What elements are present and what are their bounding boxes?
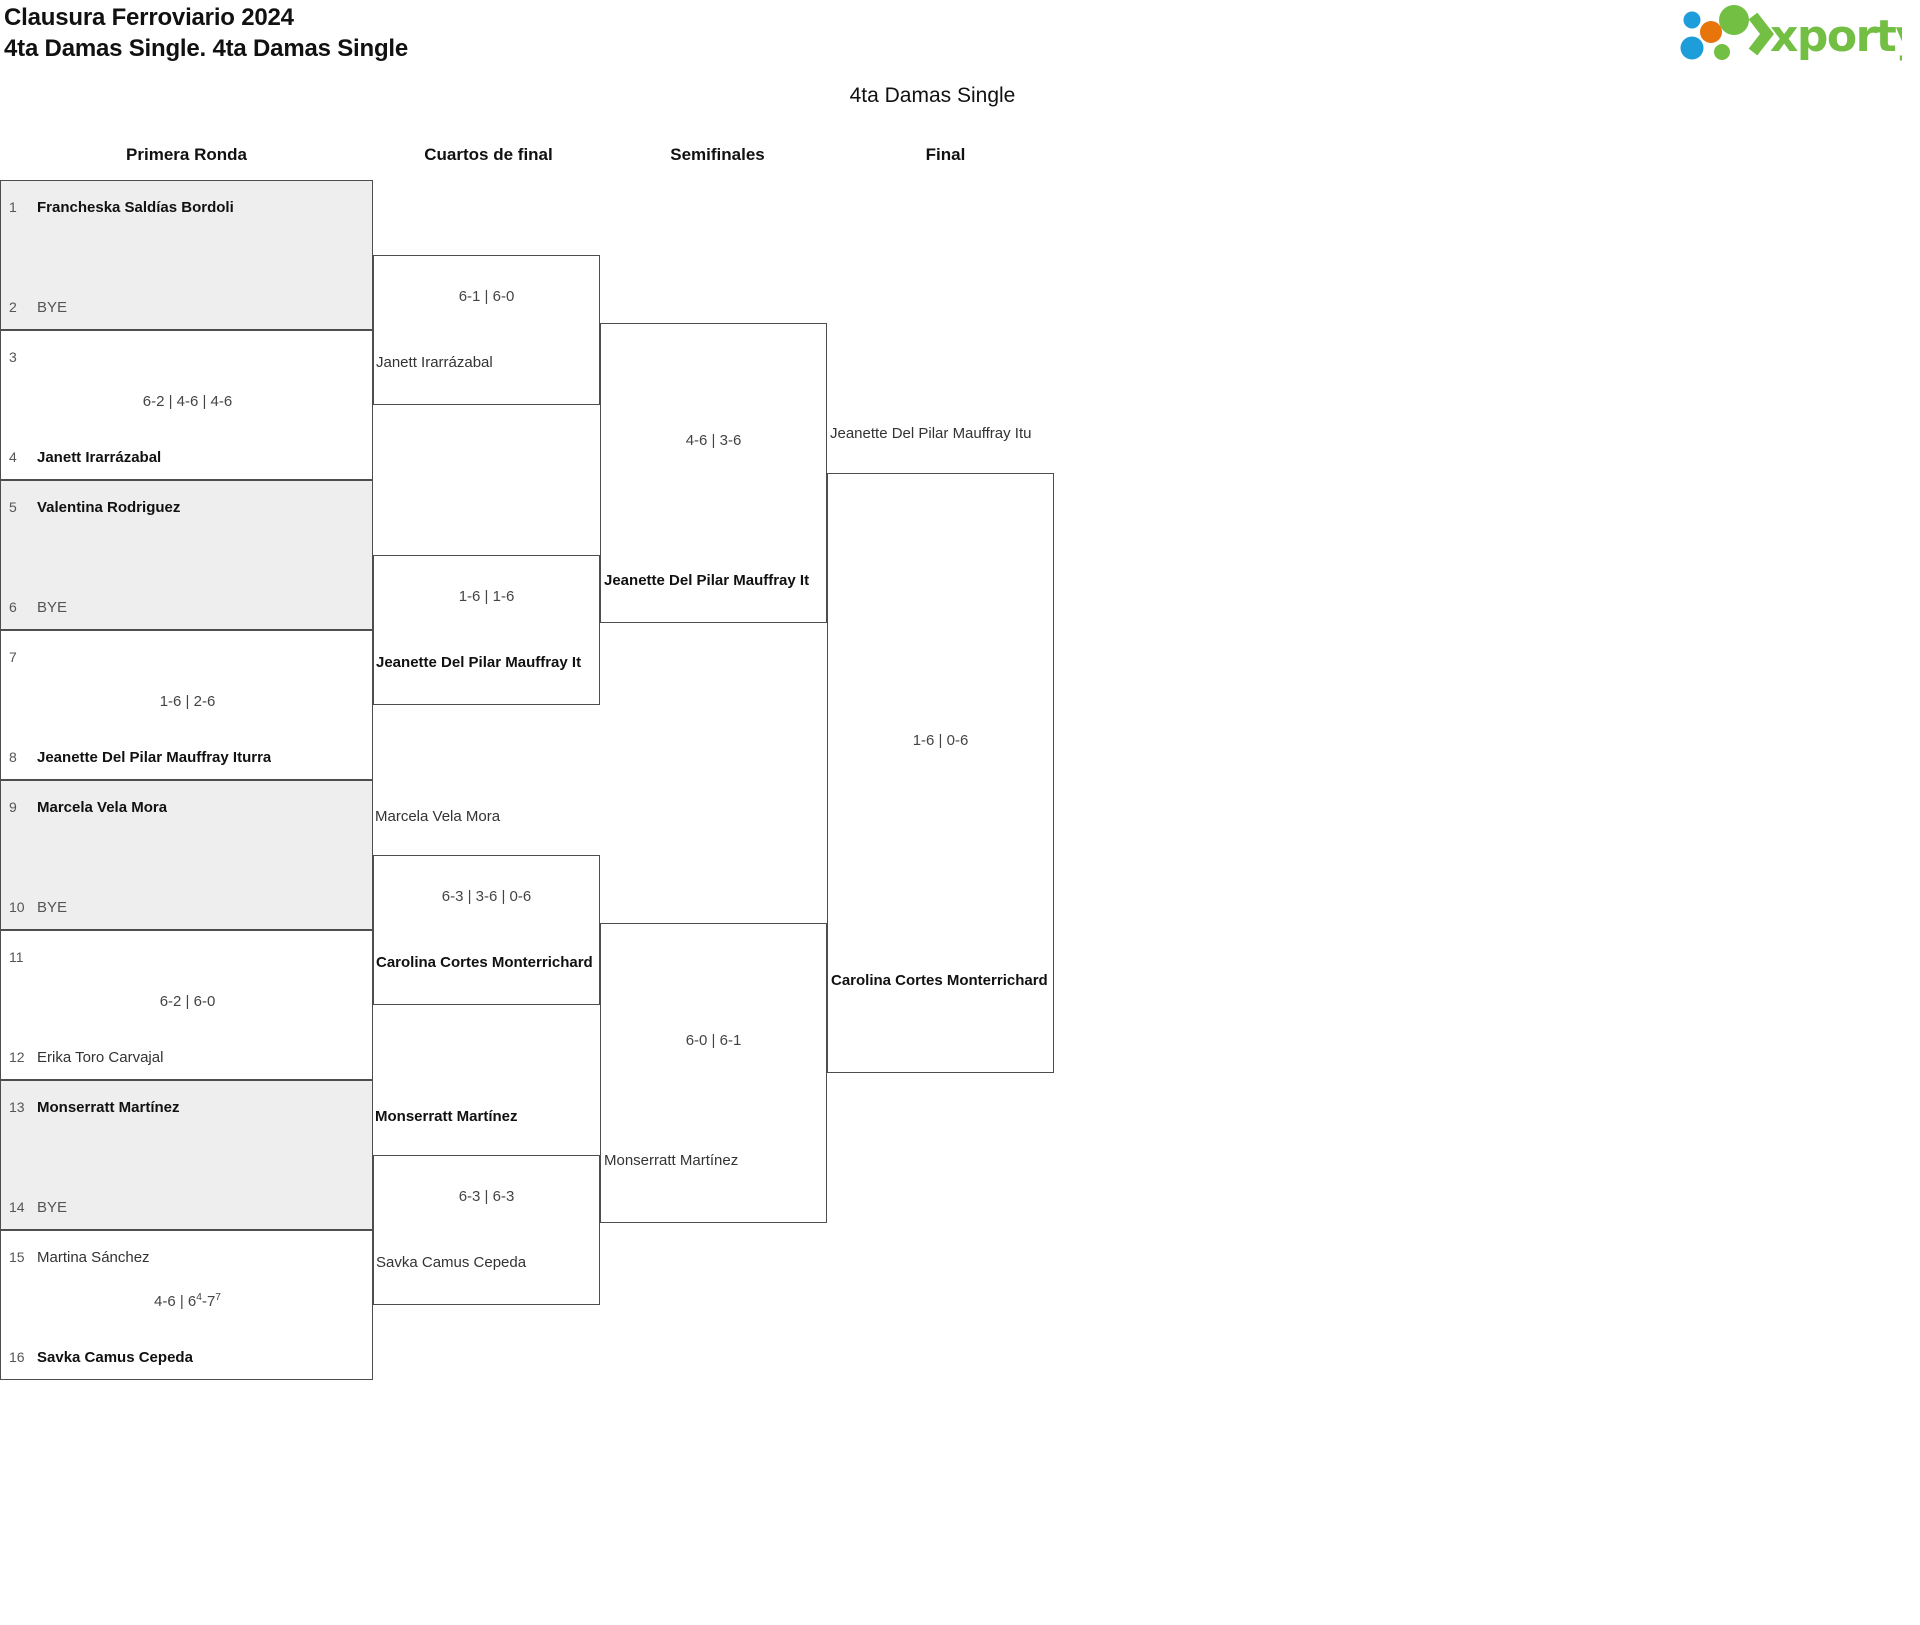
seed-number: 8 — [9, 749, 17, 765]
seed-number: 1 — [9, 199, 17, 215]
seed-number: 7 — [9, 649, 17, 665]
player-name: BYE — [37, 1199, 68, 1216]
qf-match-3[interactable]: 6-3 | 3-6 | 0-6 Carolina Cortes Monterri… — [373, 855, 600, 1005]
qf-match-2[interactable]: 1-6 | 1-6 Jeanette Del Pilar Mauffray It — [373, 555, 600, 705]
logo-wordmark: xporty — [1770, 11, 1902, 62]
final-match[interactable]: 1-6 | 0-6 Carolina Cortes Monterrichard — [827, 473, 1054, 1073]
player-name: Jeanette Del Pilar Mauffray Iturra — [37, 749, 272, 766]
match-score: 6-2 | 4-6 | 4-6 — [142, 393, 233, 410]
player-name: Marcela Vela Mora — [37, 799, 168, 816]
player-name: Jeanette Del Pilar Mauffray It — [376, 654, 582, 671]
qf-feeder-name-marcela: Marcela Vela Mora — [375, 808, 501, 825]
seed-number: 6 — [9, 599, 17, 615]
player-name: Monserratt Martínez — [604, 1152, 739, 1169]
player-name: Janett Irarrázabal — [376, 354, 493, 371]
player-name: BYE — [37, 599, 68, 616]
player-name: Martina Sánchez — [37, 1249, 150, 1266]
sf-match-2[interactable]: 6-0 | 6-1 Monserratt Martínez — [600, 923, 827, 1223]
player-name: BYE — [37, 899, 68, 916]
r1-match-1[interactable]: 1 Francheska Saldías Bordoli 2 BYE — [0, 180, 373, 330]
seed-number: 16 — [9, 1349, 25, 1365]
round-header-final: Final — [925, 145, 966, 164]
page-title: Clausura Ferroviario 2024 4ta Damas Sing… — [4, 2, 408, 64]
champion-name: Carolina Cortes Monterrichard — [831, 972, 1048, 989]
round-header-primera-ronda: Primera Ronda — [126, 145, 247, 164]
bracket-title: 4ta Damas Single — [849, 84, 1016, 107]
player-name: Jeanette Del Pilar Mauffray It — [604, 572, 810, 589]
final-feeder-name: Jeanette Del Pilar Mauffray Itu — [830, 425, 1032, 442]
match-score: 1-6 | 0-6 — [912, 732, 969, 749]
player-name: Francheska Saldías Bordoli — [37, 199, 234, 216]
qf-feeder-name-monserratt: Monserratt Martínez — [375, 1108, 518, 1125]
match-score: 4-6 | 3-6 — [685, 432, 742, 449]
player-name: BYE — [37, 299, 68, 316]
seed-number: 15 — [9, 1249, 25, 1265]
seed-number: 10 — [9, 899, 25, 915]
seed-number: 4 — [9, 449, 17, 465]
sf-match-1[interactable]: 4-6 | 3-6 Jeanette Del Pilar Mauffray It — [600, 323, 827, 623]
r1-match-2[interactable]: 3 6-2 | 4-6 | 4-6 4 Janett Irarrázabal — [0, 330, 373, 480]
seed-number: 14 — [9, 1199, 25, 1215]
r1-match-8[interactable]: 15 Martina Sánchez 4-6 | 64-77 16 Savka … — [0, 1230, 373, 1380]
seed-number: 13 — [9, 1099, 25, 1115]
logo-dots-icon — [1680, 5, 1774, 60]
match-score: 6-1 | 6-0 — [458, 288, 515, 305]
match-score: 6-2 | 6-0 — [159, 993, 216, 1010]
page-header: Clausura Ferroviario 2024 4ta Damas Sing… — [0, 0, 1920, 70]
seed-number: 9 — [9, 799, 17, 815]
r1-match-7[interactable]: 13 Monserratt Martínez 14 BYE — [0, 1080, 373, 1230]
seed-number: 2 — [9, 299, 17, 315]
seed-number: 12 — [9, 1049, 25, 1065]
seed-number: 11 — [9, 949, 24, 965]
player-name: Valentina Rodriguez — [37, 499, 181, 516]
r1-match-3[interactable]: 5 Valentina Rodriguez 6 BYE — [0, 480, 373, 630]
player-name: Savka Camus Cepeda — [376, 1254, 527, 1271]
seed-number: 3 — [9, 349, 17, 365]
match-score: 6-0 | 6-1 — [685, 1032, 742, 1049]
match-score: 6-3 | 6-3 — [458, 1188, 515, 1205]
player-name: Savka Camus Cepeda — [37, 1349, 193, 1366]
match-score: 1-6 | 2-6 — [159, 693, 216, 710]
round-header-semifinales: Semifinales — [670, 145, 765, 164]
qf-match-1[interactable]: 6-1 | 6-0 Janett Irarrázabal — [373, 255, 600, 405]
r1-match-4[interactable]: 7 1-6 | 2-6 8 Jeanette Del Pilar Mauffra… — [0, 630, 373, 780]
player-name: Monserratt Martínez — [37, 1099, 180, 1116]
player-name: Janett Irarrázabal — [37, 449, 162, 466]
qf-match-4[interactable]: 6-3 | 6-3 Savka Camus Cepeda — [373, 1155, 600, 1305]
r1-match-6[interactable]: 11 6-2 | 6-0 12 Erika Toro Carvajal — [0, 930, 373, 1080]
match-score: 1-6 | 1-6 — [458, 588, 515, 605]
xporty-logo[interactable]: xporty — [1670, 4, 1902, 64]
seed-number: 5 — [9, 499, 17, 515]
tournament-category: 4ta Damas Single. 4ta Damas Single — [4, 35, 409, 62]
match-score: 4-6 | 64-77 — [154, 1292, 221, 1310]
r1-match-5[interactable]: 9 Marcela Vela Mora 10 BYE — [0, 780, 373, 930]
round-header-cuartos-de-final: Cuartos de final — [424, 145, 553, 164]
player-name: Erika Toro Carvajal — [37, 1049, 164, 1066]
player-name: Carolina Cortes Monterrichard — [376, 954, 593, 971]
match-score: 6-3 | 3-6 | 0-6 — [441, 888, 532, 905]
tournament-name: Clausura Ferroviario 2024 — [4, 4, 294, 31]
